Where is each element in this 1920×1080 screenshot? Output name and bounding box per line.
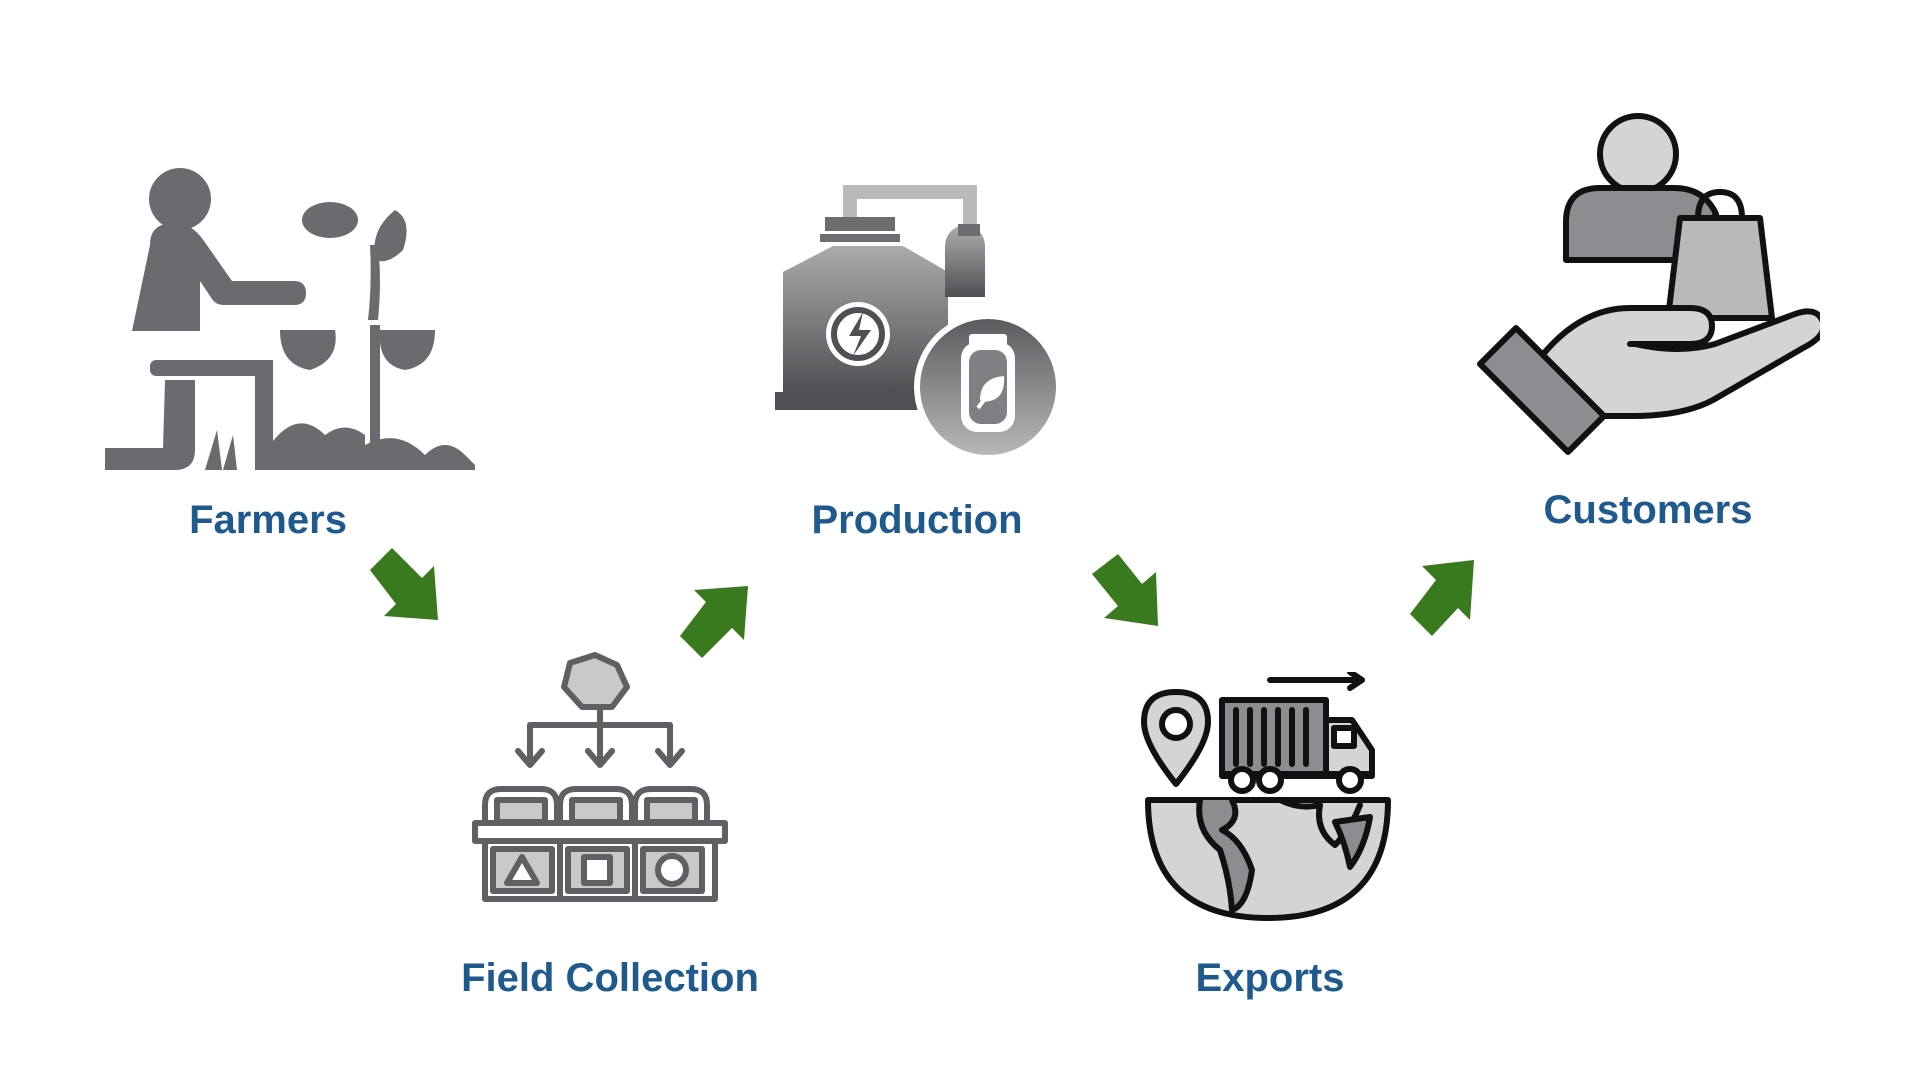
hand-delivering-bag-icon — [1470, 108, 1820, 458]
farmer-planting-icon — [105, 165, 475, 475]
sorting-bins-icon — [470, 645, 730, 905]
arrow-down-right-icon — [370, 548, 448, 626]
arrow-down-right-icon — [1092, 548, 1170, 626]
truck-globe-icon — [1140, 672, 1400, 932]
arrow-up-right-icon — [1410, 558, 1488, 636]
step-label-production: Production — [811, 498, 1023, 542]
step-label-exports: Exports — [1195, 956, 1345, 1000]
arrow-up-right-icon — [680, 580, 758, 658]
step-label-farmers: Farmers — [189, 498, 347, 542]
step-label-customers: Customers — [1543, 488, 1753, 532]
factory-tanks-icon — [775, 172, 1075, 472]
step-label-field-collection: Field Collection — [461, 956, 759, 1000]
